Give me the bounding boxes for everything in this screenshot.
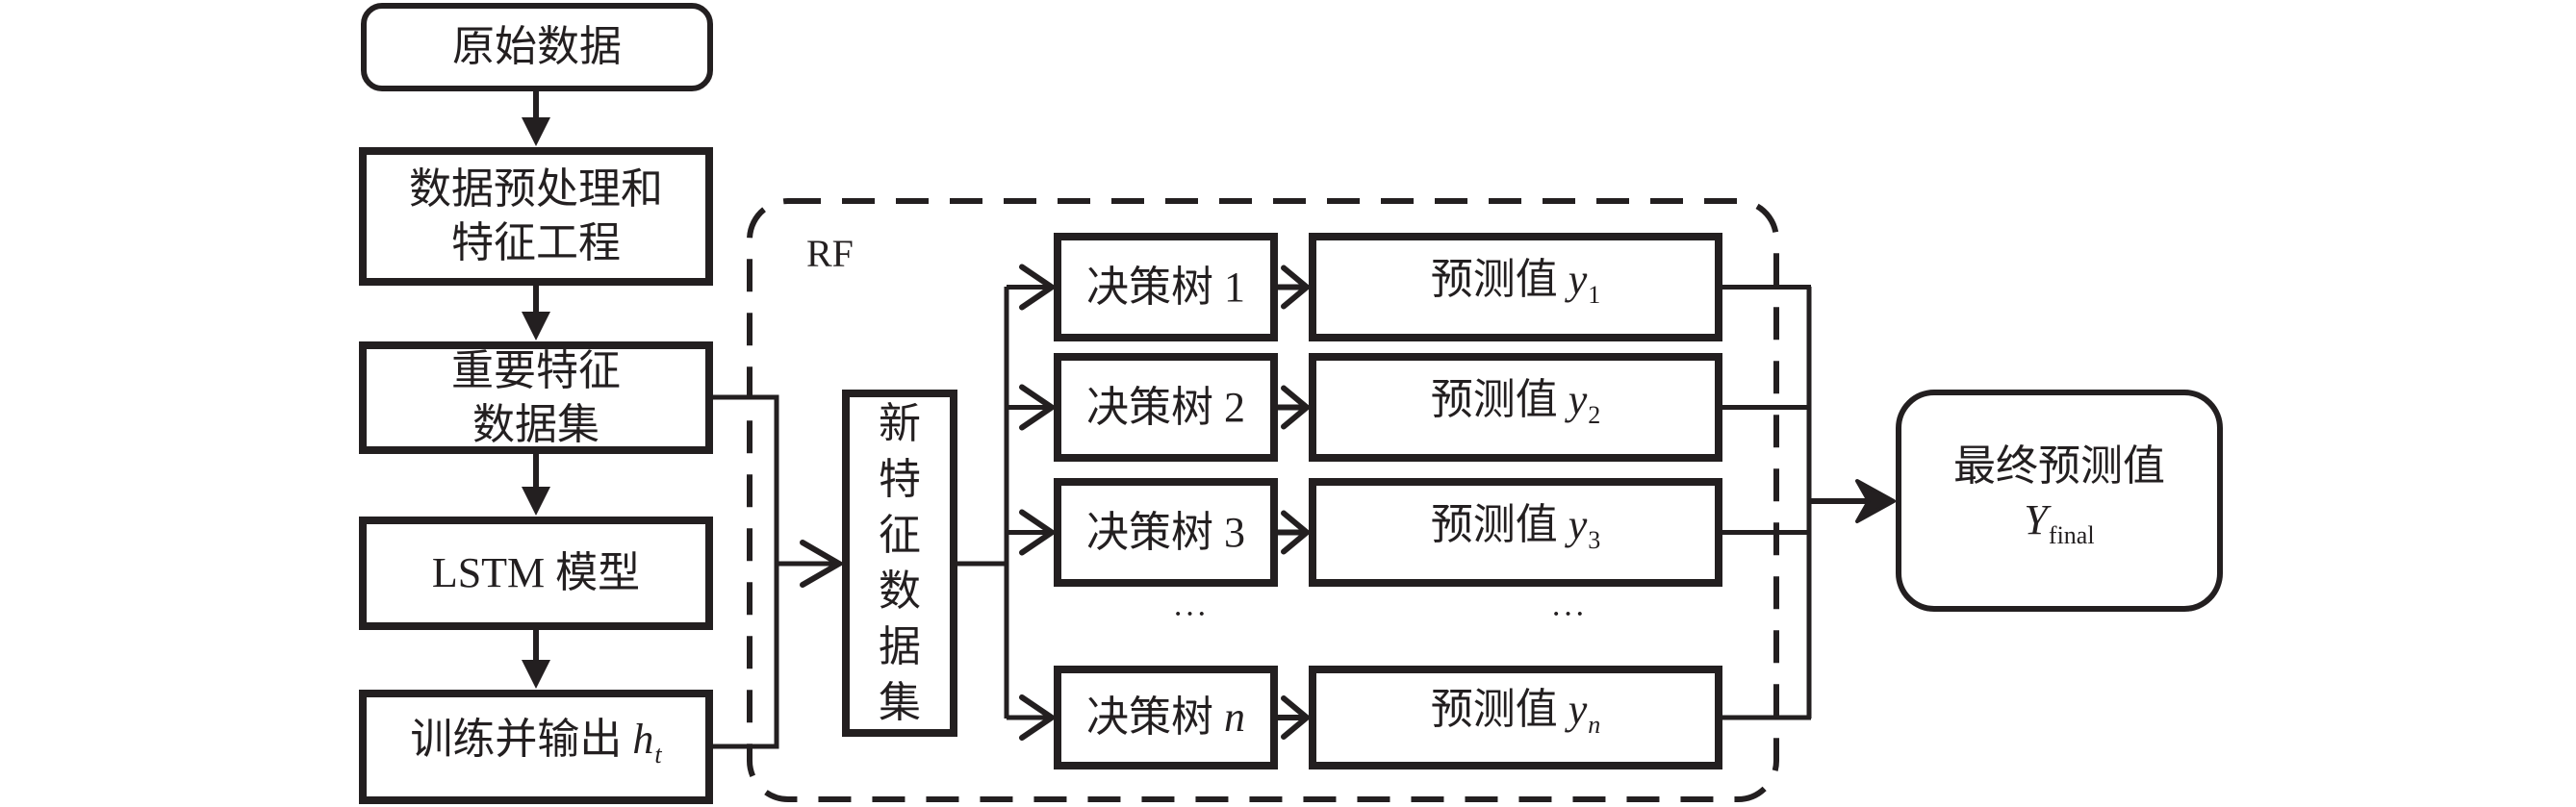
arrow-tree-to-prediction <box>1278 695 1312 740</box>
arrow-split-to-tree <box>1007 264 1058 311</box>
prediction-var: y <box>1568 686 1588 733</box>
prediction-label: 预测值 <box>1430 255 1569 303</box>
prediction-sub: n <box>1588 711 1601 739</box>
preprocess-label-line1: 数据预处理和 <box>409 165 663 213</box>
decision-tree-label: 决策树 <box>1086 263 1224 311</box>
important-label-line1: 重要特征 <box>451 346 621 394</box>
arrow-split-to-tree <box>1007 384 1058 431</box>
prediction-box: 预测值 y1 <box>1309 233 1722 341</box>
train-label: 训练并输出 ht <box>410 713 661 782</box>
prediction-sub: 1 <box>1588 280 1601 309</box>
rf-dashed-boundary <box>747 198 1779 802</box>
connector-important-to-bus <box>713 394 779 749</box>
new-features-char: 据 <box>879 622 921 670</box>
prediction-box: 预测值 y3 <box>1309 478 1722 587</box>
lstm-label: LSTM 模型 <box>431 549 641 596</box>
train-output-box: 训练并输出 ht <box>359 690 713 804</box>
prediction-box: 预测值 yn <box>1309 666 1722 769</box>
final-label: 最终预测值 <box>1953 441 2165 490</box>
decision-tree-box: 决策树 n <box>1054 666 1278 769</box>
prediction-box: 预测值 y2 <box>1309 353 1722 462</box>
arrow-important-to-lstm <box>522 454 550 516</box>
decision-tree-text: 决策树 n <box>1086 691 1245 744</box>
predictions-ellipsis: ··· <box>1550 596 1587 632</box>
final-var: Y <box>2024 495 2048 543</box>
prediction-var: y <box>1568 500 1588 548</box>
decision-tree-index: 1 <box>1224 263 1245 311</box>
new-features-char: 数 <box>879 567 921 615</box>
preprocess-box: 数据预处理和 特征工程 <box>359 147 713 286</box>
arrow-tree-to-prediction <box>1278 510 1312 555</box>
lstm-model-box: LSTM 模型 <box>359 517 713 630</box>
prediction-text: 预测值 y1 <box>1431 253 1601 322</box>
prediction-sub: 2 <box>1588 400 1601 429</box>
important-label-line2: 数据集 <box>472 400 599 448</box>
decision-tree-index: 3 <box>1224 508 1245 556</box>
new-features-char: 新 <box>879 399 921 447</box>
prediction-label: 预测值 <box>1430 686 1569 733</box>
raw-data-box: 原始数据 <box>361 3 713 91</box>
arrow-raw-to-preprocess <box>522 91 550 146</box>
decision-tree-label: 决策树 <box>1086 694 1224 741</box>
arrow-tree-to-prediction <box>1278 385 1312 430</box>
new-features-char: 集 <box>879 678 921 726</box>
arrow-tree-to-prediction <box>1278 265 1312 310</box>
arrow-bus-to-new-features <box>777 540 845 588</box>
decision-tree-text: 决策树 2 <box>1086 381 1245 435</box>
decision-tree-text: 决策树 3 <box>1086 506 1245 560</box>
decision-tree-text: 决策树 1 <box>1086 261 1245 315</box>
train-var: h <box>632 715 654 763</box>
decision-tree-label: 决策树 <box>1086 383 1224 431</box>
prediction-text: 预测值 y2 <box>1431 373 1601 442</box>
arrow-lstm-to-train <box>522 630 550 689</box>
prediction-text: 预测值 yn <box>1431 683 1601 752</box>
decision-tree-index: 2 <box>1224 383 1245 431</box>
decision-tree-box: 决策树 3 <box>1054 478 1278 587</box>
new-features-char: 征 <box>879 511 921 559</box>
arrow-split-to-tree <box>1007 694 1058 741</box>
final-prediction-box: 最终预测值 Yfinal <box>1896 390 2223 612</box>
prediction-label: 预测值 <box>1430 500 1569 548</box>
train-text: 训练并输出 <box>410 715 633 763</box>
final-var-wrap: Yfinal <box>2024 493 2094 563</box>
rf-label: RF <box>806 232 854 275</box>
arrow-split-to-tree <box>1007 509 1058 556</box>
final-sub: final <box>2048 520 2095 549</box>
decision-tree-label: 决策树 <box>1086 508 1224 556</box>
decision-tree-index: n <box>1224 694 1245 741</box>
prediction-var: y <box>1568 375 1588 423</box>
train-sub: t <box>654 740 662 769</box>
arrow-to-final <box>1809 479 1896 523</box>
new-features-box: 新特征数据集 <box>842 390 957 737</box>
decision-tree-box: 决策树 1 <box>1054 233 1278 341</box>
arrow-preprocess-to-important <box>522 286 550 340</box>
prediction-var: y <box>1568 255 1588 303</box>
prediction-sub: 3 <box>1588 525 1601 554</box>
trees-ellipsis: ··· <box>1172 596 1209 632</box>
important-features-box: 重要特征 数据集 <box>359 341 713 454</box>
new-features-char: 特 <box>879 455 921 503</box>
prediction-label: 预测值 <box>1430 375 1569 423</box>
prediction-text: 预测值 y3 <box>1431 498 1601 567</box>
decision-tree-box: 决策树 2 <box>1054 353 1278 462</box>
preprocess-label-line2: 特征工程 <box>451 219 621 266</box>
raw-data-label: 原始数据 <box>452 23 622 70</box>
